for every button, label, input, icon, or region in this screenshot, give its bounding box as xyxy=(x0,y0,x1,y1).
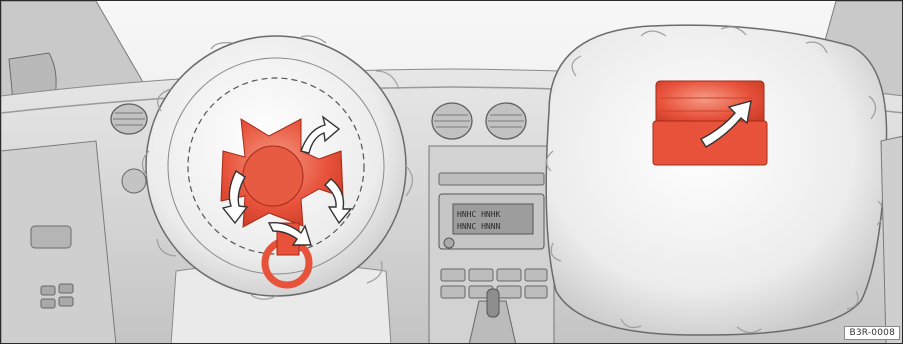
passenger-airbag-flap xyxy=(653,81,767,165)
center-console xyxy=(429,146,554,344)
door-handle xyxy=(31,226,71,248)
figure-code-label: B3R-0008 xyxy=(844,326,900,340)
light-switch xyxy=(122,169,146,193)
radio-display-line2: HNNC HNNN xyxy=(457,222,501,231)
left-air-vent xyxy=(111,104,147,134)
passenger-airbag xyxy=(546,25,886,335)
radio-display-line1: HNHC HNHK xyxy=(457,210,501,219)
